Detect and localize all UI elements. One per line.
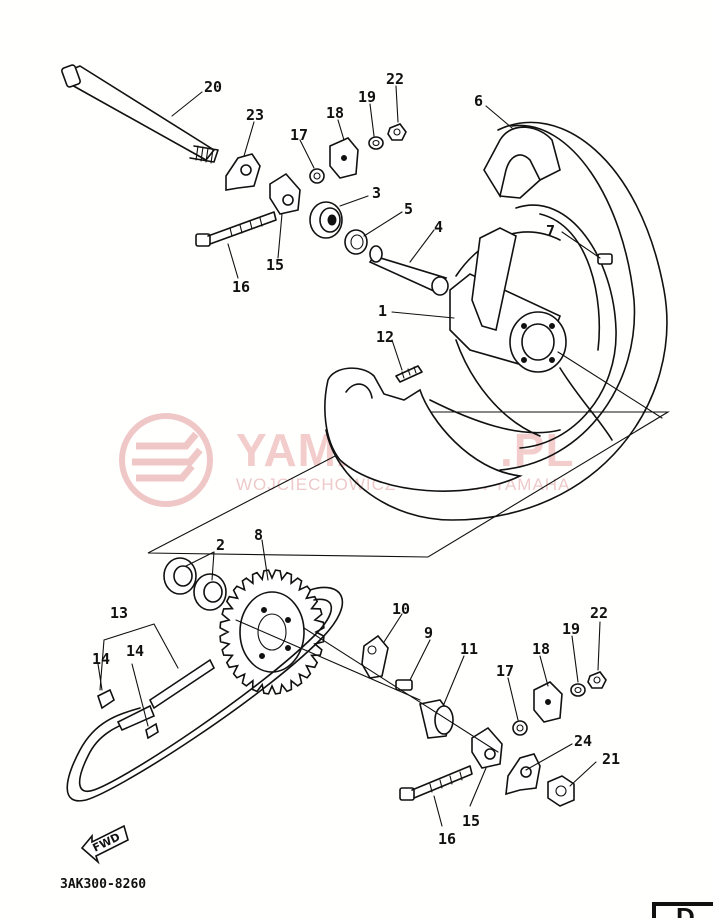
callout-16-lower: 16 bbox=[438, 830, 456, 848]
callout-3: 3 bbox=[372, 184, 381, 202]
collar-part-11 bbox=[419, 699, 454, 739]
callout-labels: 20 23 18 19 22 17 3 5 4 6 7 1 12 15 16 2… bbox=[92, 70, 620, 848]
callout-17-lower: 17 bbox=[496, 662, 514, 680]
nut-part-17-upper bbox=[309, 168, 325, 184]
valve-stud-part-12 bbox=[395, 365, 423, 383]
callout-7: 7 bbox=[546, 222, 555, 240]
bearing-pair-part-2 bbox=[163, 557, 227, 611]
axle-part-20 bbox=[61, 64, 219, 164]
callout-22-lower: 22 bbox=[590, 604, 608, 622]
callout-9: 9 bbox=[424, 624, 433, 642]
bearing-part-3 bbox=[309, 201, 343, 239]
callout-24: 24 bbox=[574, 732, 592, 750]
rear-wheel-assembly bbox=[324, 121, 668, 521]
callout-6: 6 bbox=[474, 92, 483, 110]
callout-8: 8 bbox=[254, 526, 263, 544]
callout-2: 2 bbox=[216, 536, 225, 554]
callout-13: 13 bbox=[110, 604, 128, 622]
callout-15: 15 bbox=[266, 256, 284, 274]
diagram-code: 3AK300-8260 bbox=[60, 877, 146, 892]
leader-lines bbox=[97, 85, 663, 827]
callout-11: 11 bbox=[460, 640, 478, 658]
corner-letter: D bbox=[676, 902, 695, 918]
washer-part-19-lower bbox=[570, 683, 586, 697]
sprocket-part-8 bbox=[219, 569, 325, 695]
callout-22: 22 bbox=[386, 70, 404, 88]
nut-part-22-lower bbox=[587, 671, 607, 689]
callout-23: 23 bbox=[246, 106, 264, 124]
callout-20: 20 bbox=[204, 78, 222, 96]
callout-14-right: 14 bbox=[126, 642, 144, 660]
callout-12: 12 bbox=[376, 328, 394, 346]
corner-section-marker: D bbox=[652, 902, 713, 918]
callout-14-left: 14 bbox=[92, 650, 110, 668]
callout-18: 18 bbox=[326, 104, 344, 122]
callout-10: 10 bbox=[392, 600, 410, 618]
callout-19-lower: 19 bbox=[562, 620, 580, 638]
axle-nut-part-21 bbox=[547, 775, 575, 807]
callout-15-lower: 15 bbox=[462, 812, 480, 830]
callout-5: 5 bbox=[404, 200, 413, 218]
bracket-part-24 bbox=[505, 753, 541, 796]
nut-part-22-upper bbox=[387, 123, 407, 141]
bolt-part-16-upper bbox=[195, 211, 277, 247]
nut-part-17-lower bbox=[512, 720, 528, 736]
callout-1: 1 bbox=[378, 302, 387, 320]
bracket-part-18-upper bbox=[329, 137, 359, 179]
callout-16: 16 bbox=[232, 278, 250, 296]
plate-part-10 bbox=[361, 634, 389, 679]
callout-19: 19 bbox=[358, 88, 376, 106]
clip-part-14-right bbox=[145, 722, 159, 740]
callout-21: 21 bbox=[602, 750, 620, 768]
adjuster-block-part-15-lower bbox=[471, 726, 503, 769]
bolt-part-9 bbox=[395, 679, 413, 691]
callout-17: 17 bbox=[290, 126, 308, 144]
assembly-guide-outline bbox=[147, 411, 670, 558]
master-link-part-14-left bbox=[97, 688, 115, 710]
seal-part-5 bbox=[344, 229, 368, 255]
callout-4: 4 bbox=[434, 218, 443, 236]
adjuster-block-part-15 bbox=[269, 172, 301, 215]
watermark-logo-icon bbox=[119, 413, 213, 507]
washer-part-19-upper bbox=[368, 136, 384, 150]
drive-chain-part-13 bbox=[66, 586, 344, 802]
bracket-part-23 bbox=[225, 153, 261, 191]
bracket-part-18-lower bbox=[533, 681, 563, 723]
forward-arrow-icon: FWD bbox=[80, 824, 129, 865]
bolt-part-16-lower bbox=[399, 765, 473, 801]
callout-18-lower: 18 bbox=[532, 640, 550, 658]
spacer-part-4 bbox=[368, 245, 449, 296]
